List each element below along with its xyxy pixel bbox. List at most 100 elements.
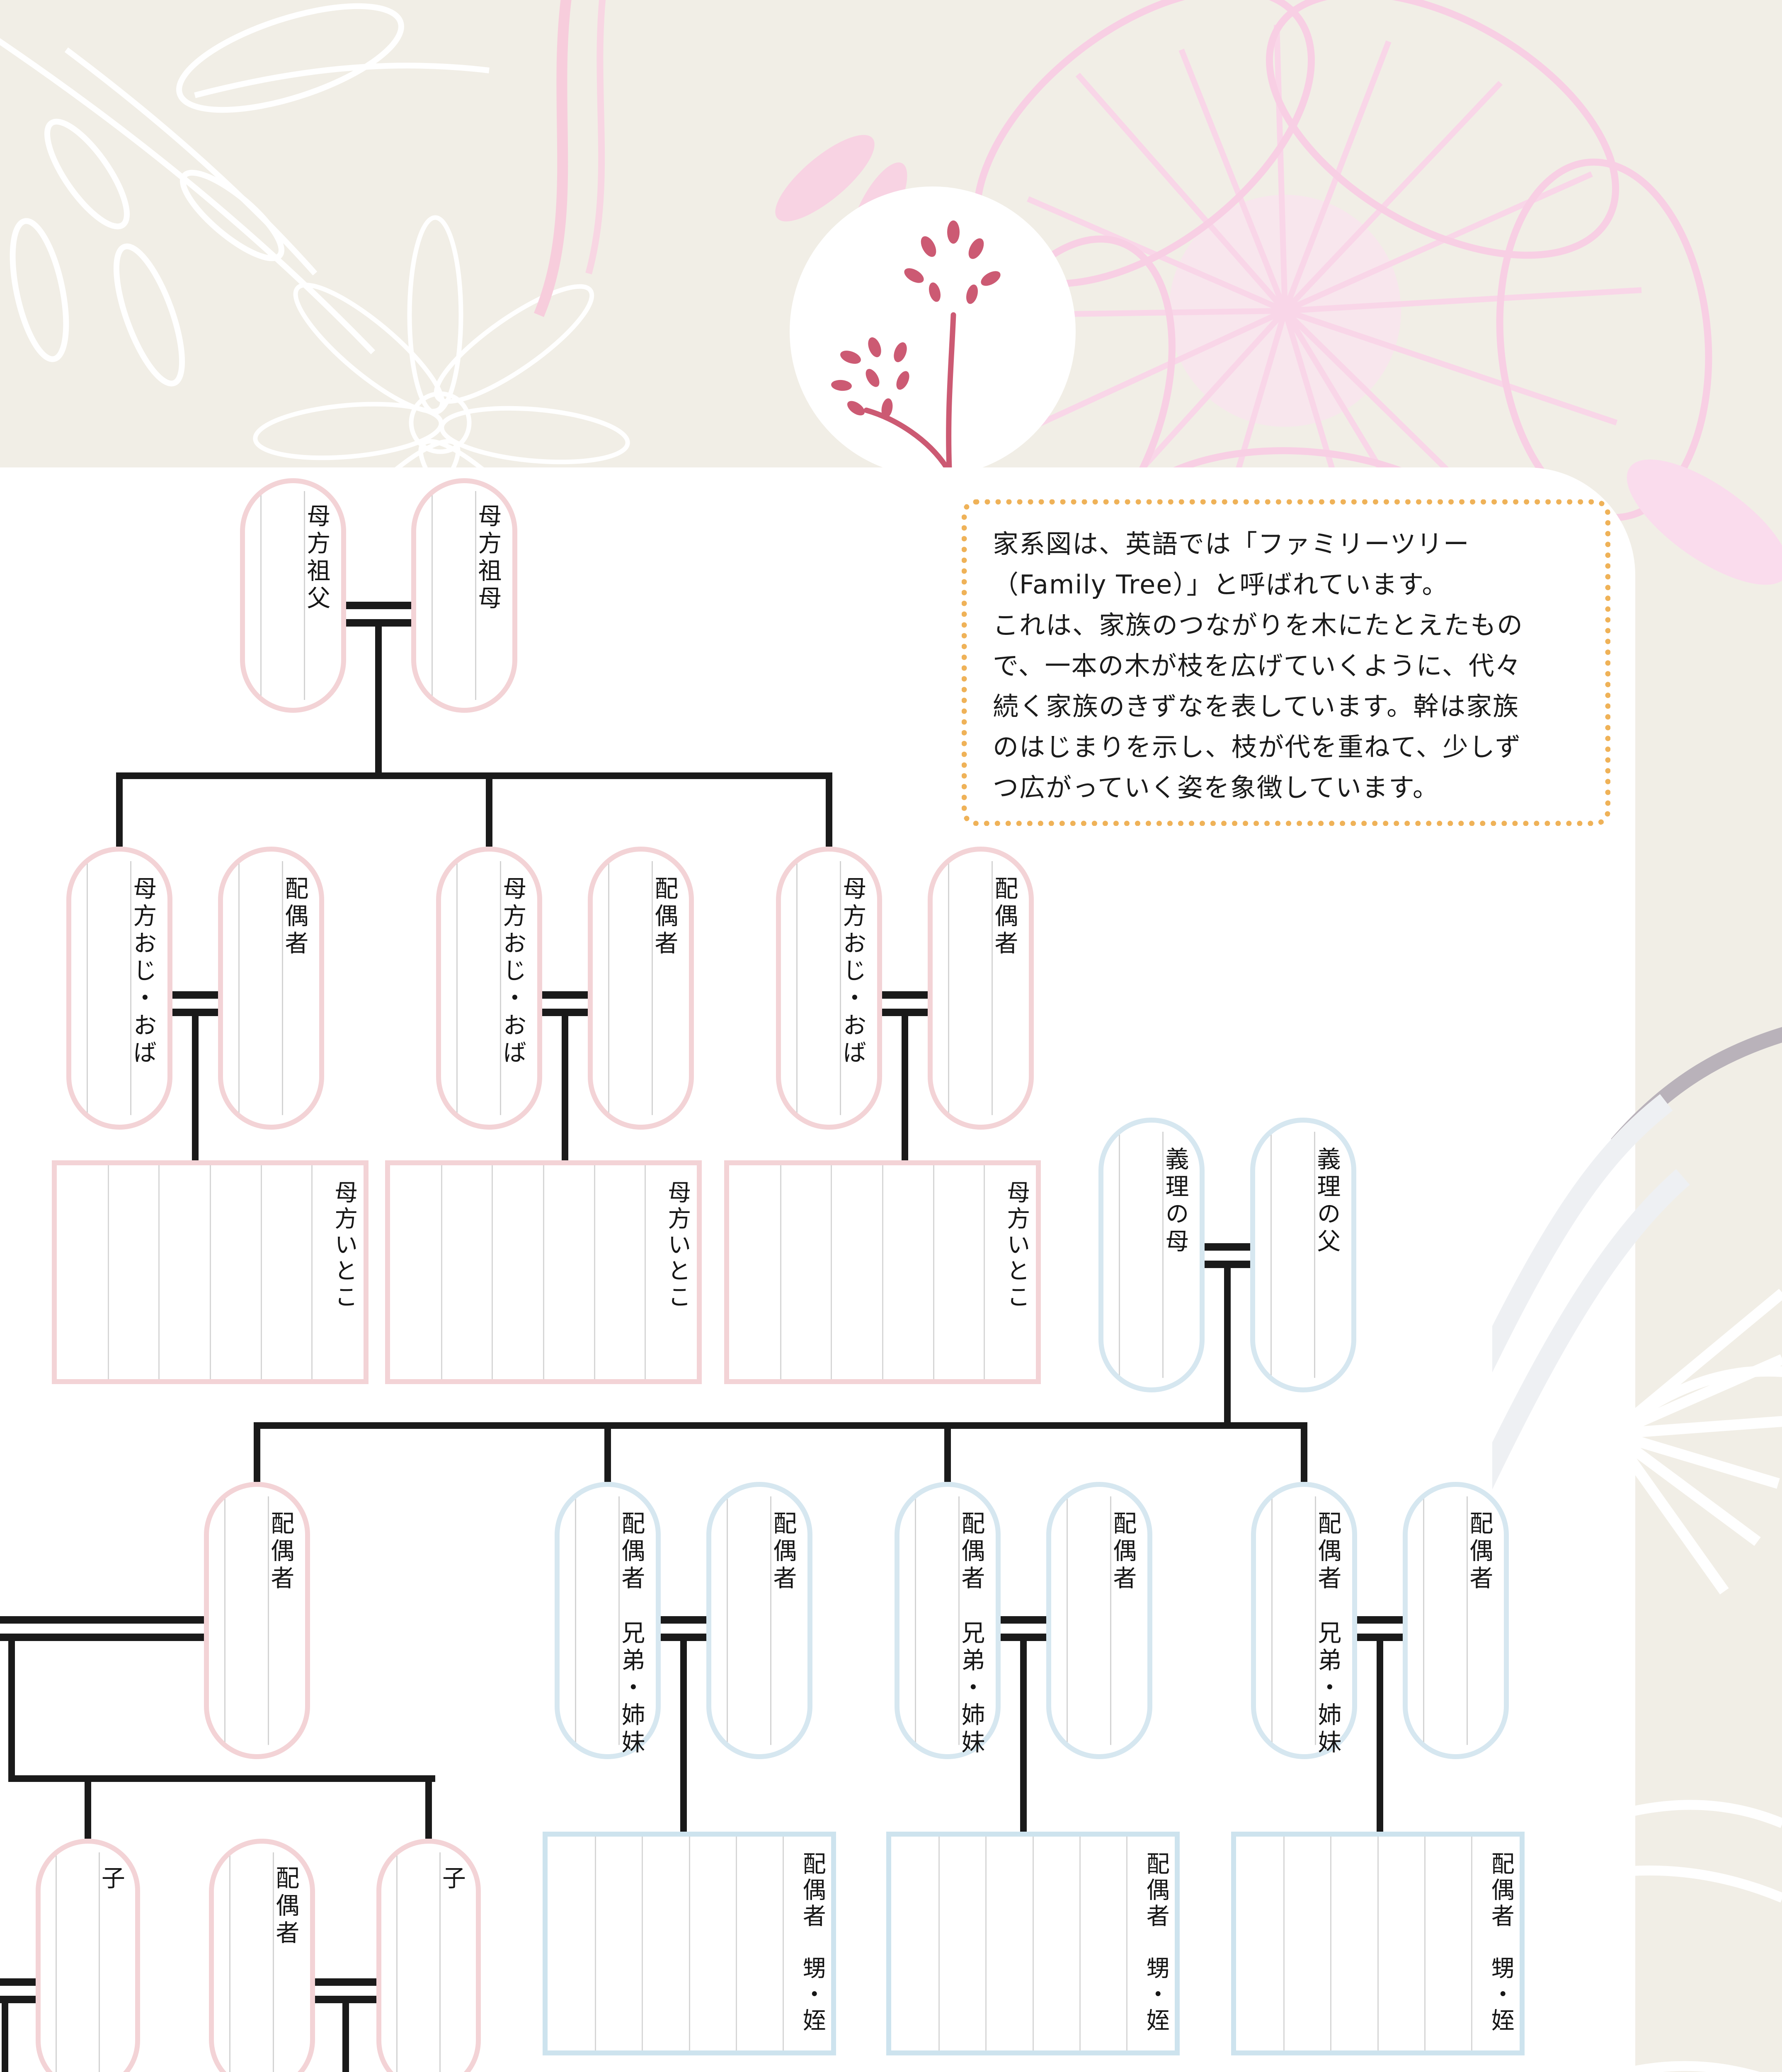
- pill-spouse-sibling-2: 配偶者 兄弟・姉妹: [895, 1482, 1001, 1759]
- connector-marriage-child1-bottom: [0, 1996, 36, 2003]
- info-text-line: （Family Tree）」と呼ばれています。: [993, 569, 1449, 600]
- pill-label: 配偶者: [769, 1511, 797, 1593]
- pill-main-spouse: 配偶者: [204, 1482, 310, 1759]
- connector-marriage-uncle1-bottom: [172, 1009, 218, 1016]
- pill-maternal-uncle-aunt-3: 母方おじ・おば: [776, 847, 882, 1130]
- box-label: 母方いとこ: [330, 1180, 358, 1311]
- connector-sibling-rail-gen3: [254, 1422, 1307, 1429]
- connector-marriage-main-top: [0, 1616, 204, 1624]
- pill-label: 配偶者 兄弟・姉妹: [617, 1511, 645, 1757]
- connector-drop-nephews3: [1377, 1641, 1383, 1832]
- connector-drop-cousins1: [192, 1016, 199, 1160]
- connector-marriage-child2-bottom: [315, 1996, 376, 2003]
- info-text-line: で、一本の木が枝を広げていくように、代々: [993, 651, 1522, 681]
- pill-label: 子: [438, 1866, 466, 1893]
- connector-marriage-uncle2-top: [542, 991, 588, 999]
- pill-child-2: 子: [376, 1839, 481, 2072]
- sprig-berries: [831, 220, 1001, 418]
- pill-maternal-grandmother: 母方祖母: [411, 478, 517, 713]
- connector-marriage-inlaws-bottom: [1205, 1261, 1250, 1268]
- pill-maternal-grandfather: 母方祖父: [240, 478, 346, 713]
- connector-drop-inlaws: [1224, 1268, 1231, 1422]
- connector-marriage-child1-top: [0, 1978, 36, 1986]
- connector-drop-grandparents: [375, 627, 382, 772]
- connector-marriage-sib1-top: [661, 1616, 706, 1624]
- box-label: 母方いとこ: [1003, 1180, 1030, 1311]
- connector-marriage-child2-top: [315, 1978, 376, 1986]
- pill-label: 配偶者: [272, 1866, 299, 1948]
- connector-drop-grandchildren2: [342, 2003, 349, 2072]
- connector-drop-cousins3: [902, 1016, 908, 1160]
- background-flower-art: [0, 0, 1712, 655]
- connector-drop-cousins2: [562, 1016, 568, 1160]
- pill-label: 配偶者: [1109, 1511, 1137, 1593]
- connector-drop-nephews2: [1020, 1641, 1027, 1832]
- pill-uncle-spouse-1: 配偶者: [218, 847, 324, 1130]
- info-text-line: 家系図は、英語では「ファミリーツリー: [993, 529, 1470, 559]
- pill-label: 母方おじ・おば: [499, 876, 526, 1068]
- connector-marriage-uncle3-bottom: [882, 1009, 928, 1016]
- pill-label: 義理の母: [1161, 1146, 1189, 1256]
- pill-maternal-uncle-aunt-2: 母方おじ・おば: [436, 847, 542, 1130]
- pill-mother-in-law: 義理の母: [1098, 1118, 1205, 1392]
- box-label: 配偶者 甥・姪: [799, 1852, 826, 2035]
- connector-marriage-sib3-bottom: [1357, 1634, 1403, 1641]
- pill-father-in-law: 義理の父: [1250, 1118, 1356, 1392]
- pill-label: 子: [97, 1866, 125, 1893]
- connector-drop-spouse-sibling1: [604, 1429, 611, 1482]
- pill-label: 母方おじ・おば: [839, 876, 866, 1068]
- pill-label: 母方おじ・おば: [129, 876, 157, 1068]
- white-leaf-stem-art: [0, 3, 490, 387]
- box-spouse-nephews-3: 配偶者 甥・姪: [1231, 1832, 1525, 2055]
- sprig-icon: [790, 186, 1076, 477]
- pill-label: 母方祖父: [303, 503, 330, 613]
- faint-arcs: [1492, 1094, 1690, 1490]
- connector-marriage-sib3-top: [1357, 1616, 1403, 1624]
- info-text-line: のはじまりを示し、枝が代を重ねて、少しず: [993, 732, 1522, 762]
- connector-drop-uncle1: [116, 779, 123, 847]
- pill-label: 配偶者 兄弟・姉妹: [957, 1511, 985, 1757]
- connector-drop-spouse-sibling2: [944, 1429, 951, 1482]
- box-maternal-cousins-3: 母方いとこ: [724, 1160, 1041, 1384]
- right-margin-art: [1492, 1027, 1782, 2072]
- connector-marriage-uncle2-bottom: [542, 1009, 588, 1016]
- box-label: 母方いとこ: [664, 1180, 691, 1311]
- box-label: 配偶者 甥・姪: [1487, 1852, 1515, 2035]
- connector-drop-nephews1: [680, 1641, 687, 1832]
- pill-uncle-spouse-2: 配偶者: [588, 847, 694, 1130]
- connector-sibling-rail-children: [8, 1775, 435, 1782]
- pill-spouse-sibling-3: 配偶者 兄弟・姉妹: [1251, 1482, 1357, 1759]
- pill-spouse-sibling-1: 配偶者 兄弟・姉妹: [555, 1482, 661, 1759]
- connector-marriage-grandparents-bottom: [346, 619, 411, 627]
- pill-child-1: 子: [36, 1839, 140, 2072]
- connector-drop-uncle2: [486, 779, 492, 847]
- connector-marriage-sib1-bottom: [661, 1634, 706, 1641]
- box-maternal-cousins-1: 母方いとこ: [52, 1160, 369, 1384]
- family-tree-info-box: 家系図は、英語では「ファミリーツリー （Family Tree）」と呼ばれていま…: [962, 499, 1610, 826]
- pink-petal-overlay: [1627, 459, 1782, 585]
- pill-maternal-uncle-aunt-1: 母方おじ・おば: [66, 847, 172, 1130]
- box-spouse-nephews-1: 配偶者 甥・姪: [543, 1832, 836, 2055]
- pill-sibling-spouse-1: 配偶者: [706, 1482, 812, 1759]
- connector-marriage-grandparents-top: [346, 602, 411, 609]
- connector-marriage-sib2-top: [1001, 1616, 1046, 1624]
- pink-stem-lines: [533, 0, 606, 317]
- pill-label: 配偶者: [990, 876, 1018, 959]
- info-text-line: つ広がっていく姿を象徴しています。: [993, 772, 1439, 803]
- connector-marriage-inlaws-top: [1205, 1243, 1250, 1251]
- connector-drop-main-children: [8, 1641, 15, 1775]
- pill-sibling-spouse-3: 配偶者: [1403, 1482, 1509, 1759]
- pill-sibling-spouse-2: 配偶者: [1046, 1482, 1152, 1759]
- pill-label: 義理の父: [1313, 1146, 1341, 1256]
- white-fan-flower: [1608, 1288, 1782, 1595]
- info-text-line: 続く家族のきずなを表しています。幹は家族: [993, 691, 1520, 721]
- connector-drop-child2: [425, 1782, 432, 1839]
- connector-marriage-main-bottom: [0, 1634, 204, 1641]
- info-text-line: これは、家族のつながりを木にたとえたもの: [993, 610, 1524, 640]
- connector-drop-uncle3: [826, 779, 832, 847]
- connector-drop-child1: [85, 1782, 91, 1839]
- white-grass-strokes: [1607, 1800, 1782, 2072]
- connector-marriage-uncle1-top: [172, 991, 218, 999]
- box-spouse-nephews-2: 配偶者 甥・姪: [886, 1832, 1180, 2055]
